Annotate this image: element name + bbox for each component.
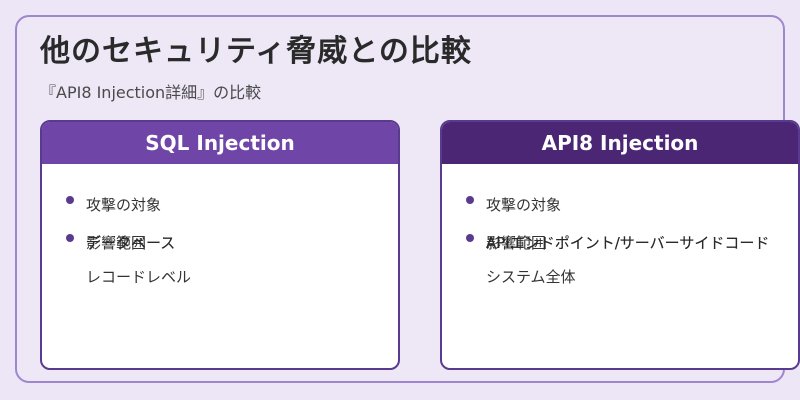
list-item-impact-scope: 影響範囲 データベース [66, 224, 398, 262]
page-subtitle: 『API8 Injection詳細』の比較 [40, 83, 262, 102]
list-item-continuation: レコードレベル [86, 268, 192, 286]
sql-injection-card-header: SQL Injection [42, 122, 398, 164]
list-item-impact-scope: 影響範囲 APIエンドポイント/サーバーサイドコード [466, 224, 798, 262]
list-item-label: 影響範囲 [86, 234, 147, 252]
api8-injection-card: API8 Injection 攻撃の対象 影響範囲 APIエンドポイント/サーバ… [440, 120, 800, 370]
list-item-label: 攻撃の対象 [86, 196, 162, 214]
bullet-icon [66, 234, 74, 242]
sql-injection-card: SQL Injection 攻撃の対象 影響範囲 データベース レコードレベル [40, 120, 400, 370]
list-item-label: 攻撃の対象 [486, 196, 562, 214]
page-title: 他のセキュリティ脅威との比較 [40, 34, 472, 69]
bullet-icon [466, 196, 474, 204]
list-item-attack-target: 攻撃の対象 [66, 186, 398, 224]
list-item-overlap-text: APIエンドポイント/サーバーサイドコード [486, 234, 770, 252]
api8-injection-card-body: 攻撃の対象 影響範囲 APIエンドポイント/サーバーサイドコード システム全体 [442, 164, 798, 292]
list-item-attack-target: 攻撃の対象 [466, 186, 798, 224]
sql-injection-card-body: 攻撃の対象 影響範囲 データベース レコードレベル [42, 164, 398, 292]
list-item-label: 影響範囲 [486, 234, 547, 252]
bullet-icon [66, 196, 74, 204]
list-item-continuation: システム全体 [486, 268, 576, 286]
api8-injection-card-header: API8 Injection [442, 122, 798, 164]
list-item-overlap-text: データベース [86, 234, 176, 252]
bullet-icon [466, 234, 474, 242]
